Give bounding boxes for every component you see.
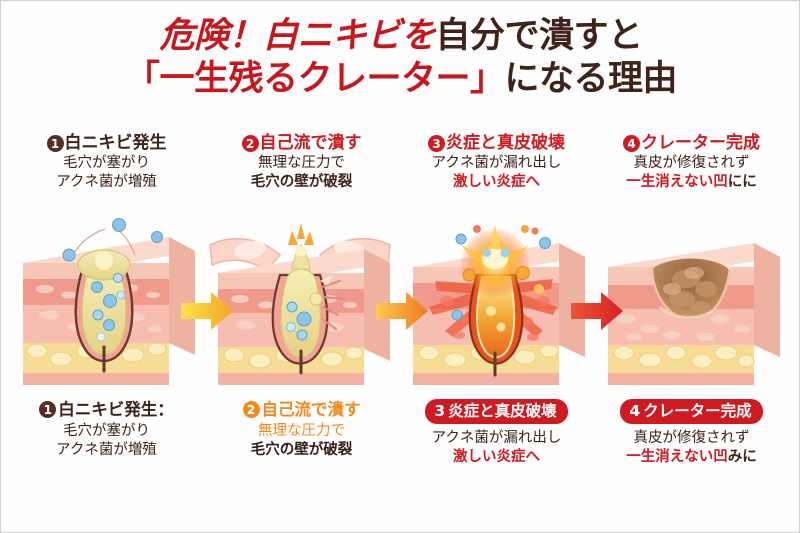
caption-4-number: 4	[629, 402, 641, 420]
caption-1: 1 白ニキビ発生： 毛穴が塞がり アクネ菌が増殖	[9, 399, 204, 489]
panel-3-title: 炎症と真皮破壊	[446, 133, 565, 153]
caption-3-sub2: 激しい炎症へ	[453, 448, 540, 465]
title-line-2-red: 「一生残るクレーター」	[124, 58, 505, 99]
page-title: 危険！白ニキビを自分で潰すと 「一生残るクレーター」になる理由	[1, 15, 799, 101]
panel-1: 1 白ニキビ発生 毛穴が塞がり アクネ菌が増殖	[9, 133, 204, 391]
caption-3-number: 3	[434, 402, 446, 420]
caption-1-sub1: 毛穴が塞がり	[63, 423, 150, 440]
title-line-2: 「一生残るクレーター」になる理由	[1, 58, 799, 101]
caption-1-title: 白ニキビ発生：	[58, 400, 174, 419]
panel-2-title: 自己流で潰す	[259, 133, 362, 153]
caption-2-title: 自己流で潰す	[261, 400, 361, 419]
title-line-1: 危険！白ニキビを自分で潰すと	[1, 15, 799, 58]
panel-1-title: 白ニキビ発生	[64, 133, 167, 153]
panel-1-sub1: 毛穴が塞がり	[63, 155, 150, 172]
caption-4-sub2-red: 一生消えない凹	[626, 448, 728, 465]
caption-3-sub1: アクネ菌が漏れ出し	[431, 430, 562, 447]
caption-4-sub1: 真皮が修復されず	[633, 430, 750, 447]
title-line-2-dark: になる理由	[504, 58, 678, 99]
caption-4-sub2-dark: みに	[727, 448, 757, 465]
panel-2-heading: 2 自己流で潰す 無理な圧力で 毛穴の壁が破裂	[204, 133, 399, 191]
caption-1-sub2: アクネ菌が増殖	[56, 442, 157, 459]
panel-1-heading: 1 白ニキビ発生 毛穴が塞がり アクネ菌が増殖	[9, 133, 204, 191]
panel-3-illustration	[399, 215, 594, 385]
panel-2-illustration	[204, 215, 399, 385]
panel-4-illustration	[594, 215, 789, 385]
caption-2-sub1: 無理な圧力で	[258, 423, 345, 440]
caption-row: 1 白ニキビ発生： 毛穴が塞がり アクネ菌が増殖 2 自己流で潰す 無理な圧力で…	[9, 399, 793, 489]
panel-4-sub1: 真皮が修復されず	[633, 155, 750, 172]
panel-2-number-badge: 2	[241, 135, 259, 153]
title-line-1-dark: 自分で潰すと	[435, 16, 644, 56]
caption-2: 2 自己流で潰す 無理な圧力で 毛穴の壁が破裂	[204, 399, 399, 489]
panel-1-number-badge: 1	[46, 135, 64, 153]
caption-4-title: クレーター完成	[643, 402, 752, 420]
panel-3-sub1: アクネ菌が漏れ出し	[431, 155, 562, 172]
caption-1-number-badge: 1	[39, 401, 57, 419]
panel-1-illustration	[9, 215, 204, 385]
panel-1-title-row: 1 白ニキビ発生	[11, 133, 202, 154]
panel-row: 1 白ニキビ発生 毛穴が塞がり アクネ菌が増殖	[9, 133, 793, 391]
caption-3-title: 炎症と真皮破壊	[448, 402, 557, 420]
panel-4-heading: 4 クレーター完成 真皮が修復されず 一生消えない凹にに	[594, 133, 789, 191]
panel-2-title-row: 2 自己流で潰す	[206, 133, 397, 154]
caption-2-number-badge: 2	[242, 401, 260, 419]
arrow-3	[569, 289, 625, 333]
panel-3: 3 炎症と真皮破壊 アクネ菌が漏れ出し 激しい炎症へ	[399, 133, 594, 391]
panel-3-sub2: 激しい炎症へ	[453, 173, 540, 190]
panel-3-number-badge: 3	[428, 135, 445, 153]
panel-4: 4 クレーター完成 真皮が修復されず 一生消えない凹にに	[594, 133, 789, 391]
panel-3-heading: 3 炎症と真皮破壊 アクネ菌が漏れ出し 激しい炎症へ	[399, 133, 594, 191]
caption-4-sub2: 一生消えない凹みに	[594, 448, 789, 467]
title-line-1-red: 危険！白ニキビを	[159, 16, 436, 56]
arrow-2	[374, 289, 430, 333]
caption-2-sub2: 毛穴の壁が破裂	[250, 442, 353, 459]
panel-4-number-badge: 4	[623, 135, 640, 153]
panel-2: 2 自己流で潰す 無理な圧力で 毛穴の壁が破裂	[204, 133, 399, 391]
panel-4-sub2: 一生消えない凹にに	[596, 173, 787, 191]
panel-1-sub2: アクネ菌が増殖	[56, 173, 157, 190]
panel-4-sub2-dark: にに	[727, 173, 757, 190]
caption-2-title-row: 2 自己流で潰す	[204, 399, 399, 420]
arrow-1	[179, 289, 235, 333]
panel-3-title-row: 3 炎症と真皮破壊	[401, 133, 592, 154]
panel-2-sub1: 無理な圧力で	[258, 155, 345, 172]
panel-2-sub2: 毛穴の壁が破裂	[250, 173, 353, 190]
panel-4-title: クレーター完成	[641, 133, 760, 153]
panel-4-title-row: 4 クレーター完成	[596, 133, 787, 154]
caption-1-title-row: 1 白ニキビ発生：	[9, 399, 204, 420]
panel-4-sub2-red: 一生消えない凹	[626, 173, 728, 190]
